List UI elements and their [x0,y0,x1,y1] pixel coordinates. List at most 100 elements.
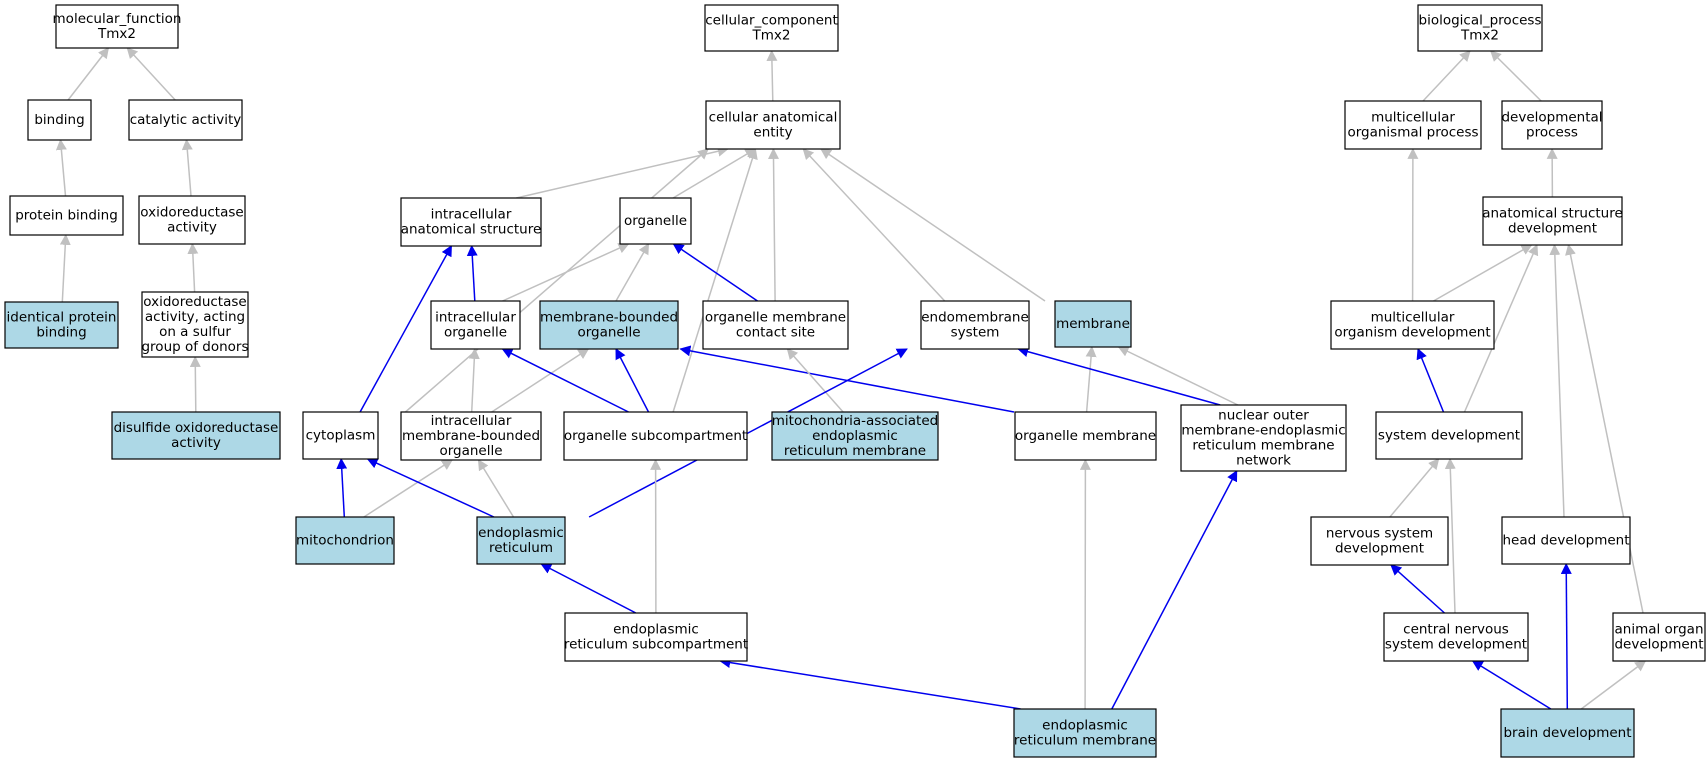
node-binding[interactable]: binding [27,99,92,141]
node-label-line: organism development [1334,325,1490,341]
node-sysdev[interactable]: system development [1375,411,1523,460]
edge-organelle-to-cae [672,148,757,199]
node-label-line: endomembrane [921,310,1029,326]
node-catalytic[interactable]: catalytic activity [128,99,243,141]
edge-catalytic-to-mf [126,47,176,101]
node-label-line: reticulum membrane [1014,733,1156,749]
node-label-line: protein binding [15,208,118,224]
node-box [1383,612,1529,662]
node-headdev[interactable]: head development [1501,516,1631,565]
node-organelle[interactable]: organelle [619,197,692,245]
edge-endomembrane-to-cae [802,148,946,302]
edge-mito-to-cytoplasm [336,457,348,518]
node-label-line: system development [1385,637,1527,653]
node-label-line: brain development [1503,725,1631,741]
node-mito[interactable]: mitochondrion [295,516,395,565]
node-box [295,516,395,565]
node-box [476,516,566,565]
node-box [400,197,542,247]
node-label-line: organelle [444,325,507,341]
node-box [539,300,679,350]
node-label-line: anatomical structure [1482,206,1623,222]
node-cytoplasm[interactable]: cytoplasm [302,411,379,460]
node-label-line: cytoplasm [306,428,376,444]
node-box [141,291,249,358]
edge-er-to-imbo [477,459,515,518]
node-mam[interactable]: mitochondria-associatedendoplasmicreticu… [771,411,939,461]
edge-omcs-to-cae [768,147,780,302]
node-box [619,197,692,245]
edge-cytoplasm-to-ias [359,245,453,413]
node-label-line: organelle [624,213,687,229]
node-box [111,411,281,460]
edge-erm-to-nomer [1111,470,1238,710]
node-box [55,4,179,49]
node-protein_binding[interactable]: protein binding [9,195,124,236]
node-label-line: group of donors [141,339,248,355]
node-label-line: intracellular [431,207,512,223]
node-label-line: reticulum membrane [1192,438,1334,454]
node-box [1612,612,1706,662]
node-braindev[interactable]: brain development [1500,708,1635,758]
edge-er-to-endomembrane [588,348,908,518]
edge-cnsd-to-sysdev [1444,457,1456,614]
node-label-line: Tmx2 [97,26,136,42]
edge-erm-to-ersub [719,657,1021,710]
edge-devp-to-bp [1490,50,1542,102]
edge-io-to-organelle [502,243,630,302]
node-label-line: head development [1502,533,1629,549]
node-label-line: membrane [1056,316,1130,332]
node-label-line: organelle membrane [1015,428,1156,444]
node-box [1417,4,1543,52]
node-label-line: nervous system [1326,526,1433,542]
edge-osc-to-io [501,348,629,413]
node-om[interactable]: organelle membrane [1014,411,1157,461]
node-label-line: endoplasmic [1042,718,1128,734]
node-label-line: development [1335,541,1424,557]
node-nomer[interactable]: nuclear outermembrane-endoplasmicreticul… [1180,404,1347,472]
node-label-line: organelle [577,325,640,341]
node-box [128,99,243,141]
edge-cytoplasm-to-cae [404,148,709,413]
edge-mito-to-imbo [363,459,454,518]
edges-layer [55,47,1647,710]
edge-nsd-to-sysdev [1389,458,1440,518]
node-membrane[interactable]: membrane [1054,300,1132,348]
node-label-line: disulfide oxidoreductase [114,420,279,436]
node-osc[interactable]: organelle subcompartment [563,411,748,461]
node-box [771,411,939,461]
node-box [1344,100,1482,150]
edge-protein_binding-to-binding [55,138,67,197]
node-box [1375,411,1523,460]
node-label-line: system [951,325,1000,341]
edge-disulfide-to-oxido_sulfur [189,355,201,413]
node-box [702,300,849,350]
node-label-line: Tmx2 [1460,28,1499,44]
edge-nomer-to-membrane [1117,346,1239,406]
node-box [430,300,521,350]
